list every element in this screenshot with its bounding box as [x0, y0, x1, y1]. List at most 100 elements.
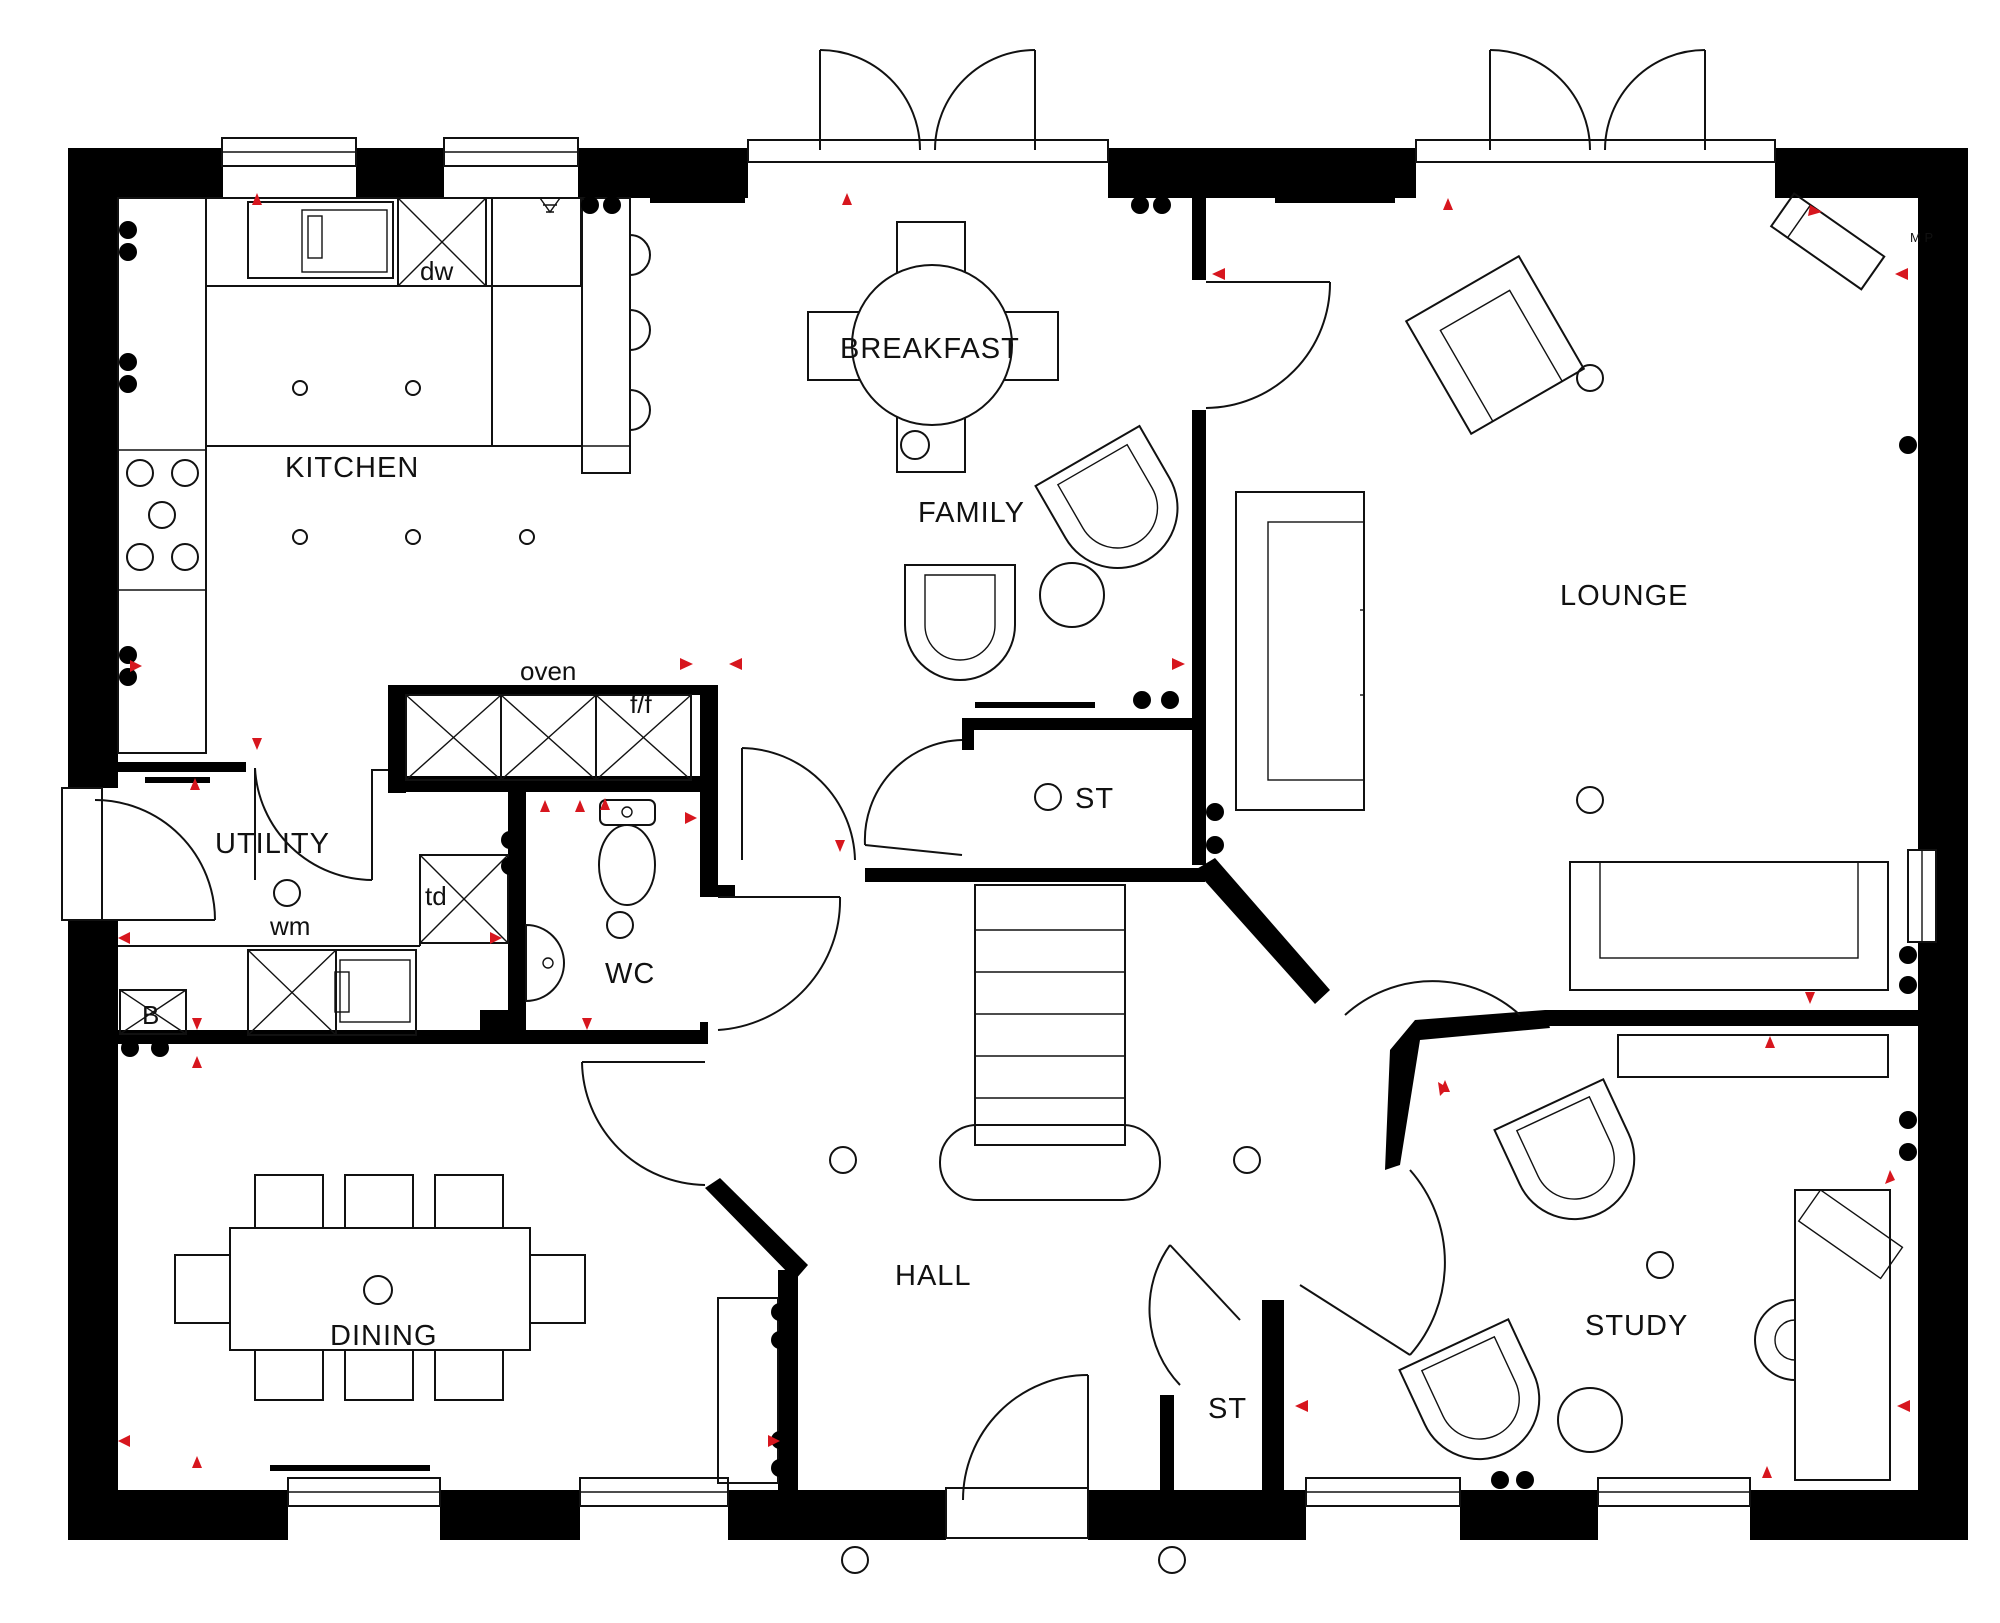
socket-icon [151, 1039, 169, 1057]
socket-icon [501, 857, 519, 875]
meter-label: M P [1910, 230, 1933, 245]
red-marker-icon [729, 658, 742, 670]
kitchen-fittings: dw [117, 197, 651, 754]
room-label-dining: DINING [330, 1320, 438, 1352]
socket-icon [119, 243, 137, 261]
washing-machine-label: wm [269, 911, 310, 941]
socket-icon [1899, 436, 1917, 454]
room-label-store-lower: ST [1208, 1393, 1247, 1425]
sink-icon [247, 201, 394, 279]
ceiling-light-icon [292, 380, 308, 396]
french-doors-family [747, 49, 1109, 163]
red-marker-icon [1895, 268, 1908, 280]
red-marker-icon [192, 1056, 202, 1068]
room-labels: KITCHEN BREAKFAST FAMILY LOUNGE UTILITY … [215, 333, 1688, 1425]
socket-icon [1206, 836, 1224, 854]
red-marker-icon [1897, 1400, 1910, 1412]
door-swing-icon [741, 747, 856, 861]
sofa [1569, 861, 1889, 991]
radiator-icon [270, 1465, 430, 1471]
room-label-store-upper: ST [1075, 783, 1114, 815]
red-marker-icon [1295, 1400, 1308, 1412]
room-label-kitchen: KITCHEN [285, 452, 419, 484]
red-marker-icon [1885, 1170, 1895, 1184]
red-marker-icon [1438, 1082, 1448, 1096]
window-icon [1305, 1477, 1461, 1507]
red-marker-icon [835, 840, 845, 852]
socket-icon [771, 1303, 789, 1321]
red-marker-icon [130, 660, 142, 672]
doors [61, 281, 1521, 1539]
staircase-icon [939, 884, 1161, 1201]
socket-icon [1133, 691, 1151, 709]
socket-icon [771, 1431, 789, 1449]
window-icon [579, 1477, 729, 1507]
red-marker-icon [118, 932, 130, 944]
door-swing-icon [1205, 281, 1332, 409]
ceiling-light-icon [405, 529, 421, 545]
door-swing-icon [717, 896, 842, 1031]
red-marker-icon [490, 932, 502, 944]
red-marker-icon [190, 778, 200, 790]
window-icon [221, 137, 357, 167]
room-label-hall: HALL [895, 1260, 972, 1292]
toilet-icon [598, 799, 656, 906]
ceiling-light-icon [1233, 1146, 1261, 1174]
radiator-icon [975, 702, 1095, 708]
socket-icon [1161, 691, 1179, 709]
hob-icon [126, 459, 199, 571]
room-label-study: STUDY [1585, 1310, 1688, 1342]
front-door [945, 1374, 1089, 1539]
room-label-wc: WC [605, 958, 655, 990]
socket-icon [1491, 1471, 1509, 1489]
ceiling-light-icon [606, 911, 634, 939]
dining-table [174, 1174, 779, 1484]
utility-fittings: td wm B [118, 769, 509, 1036]
radiator-icon [145, 777, 210, 783]
red-marker-icon [540, 800, 550, 812]
socket-icon [1899, 1111, 1917, 1129]
red-marker-icon [680, 658, 693, 670]
appliance-run: oven f/f [388, 656, 718, 781]
room-label-lounge: LOUNGE [1560, 580, 1688, 612]
socket-icon [771, 1459, 789, 1477]
socket-icon [1206, 803, 1224, 821]
fridge-freezer [595, 694, 692, 781]
socket-icon [121, 1039, 139, 1057]
door-swing-icon [1299, 1169, 1446, 1356]
door-swing-icon [1148, 1244, 1241, 1386]
french-doors-lounge [1415, 49, 1776, 163]
sockets [119, 196, 1917, 1489]
red-marker-icon [575, 800, 585, 812]
room-label-breakfast: BREAKFAST [840, 333, 1020, 365]
red-marker-icon [1805, 992, 1815, 1004]
red-marker-icon [1443, 198, 1453, 210]
red-marker-icon [192, 1018, 202, 1030]
ceiling-light-icon [519, 529, 535, 545]
socket-icon [1131, 196, 1149, 214]
ceiling-light-icon [405, 380, 421, 396]
red-marker-icon [192, 1456, 202, 1468]
basin-icon [525, 923, 565, 1003]
dishwasher-label: dw [420, 256, 453, 286]
socket-icon [1153, 196, 1171, 214]
socket-icon [1516, 1471, 1534, 1489]
boiler-label: B [142, 1000, 159, 1030]
red-marker-icon [1762, 1466, 1772, 1478]
socket-icon [119, 353, 137, 371]
red-marker-icon [1172, 658, 1185, 670]
door-swing-icon [1344, 980, 1521, 1016]
socket-icon [119, 375, 137, 393]
tumble-dryer-label: td [425, 881, 447, 911]
red-marker-icon [252, 738, 262, 750]
fridge-freezer-label: f/f [630, 689, 652, 719]
outer-walls [68, 148, 1968, 1540]
red-marker-icon [768, 1435, 780, 1447]
socket-icon [1899, 976, 1917, 994]
family-furniture [904, 424, 1179, 681]
door-swing-icon [863, 739, 963, 856]
window-icon [287, 1477, 441, 1507]
red-marker-icon [1808, 205, 1822, 216]
ceiling-light-icon [1158, 1546, 1186, 1574]
